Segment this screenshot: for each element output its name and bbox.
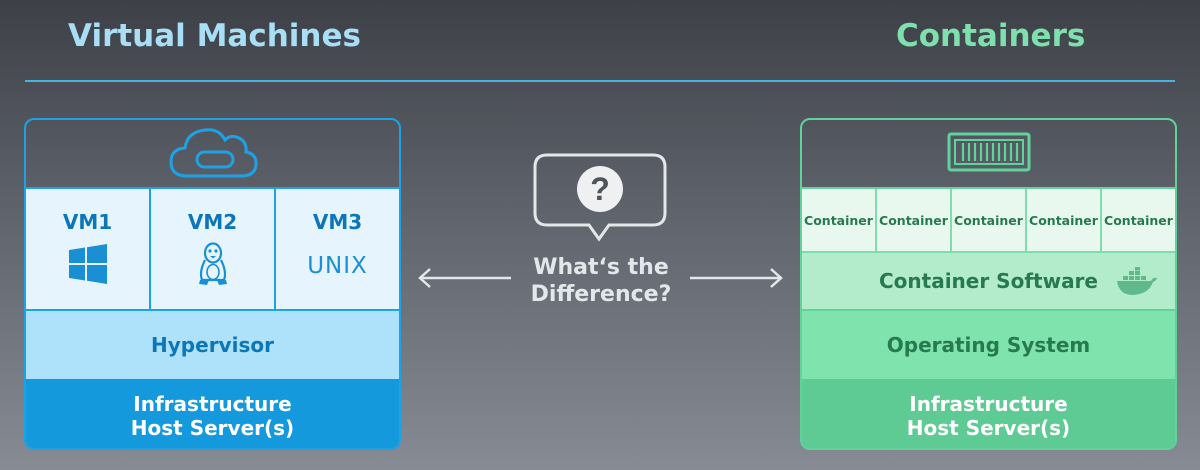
difference-question: What‘s the Difference? <box>506 254 696 308</box>
question-line-2: Difference? <box>530 282 672 307</box>
infrastructure-label: Infrastructure <box>909 391 1068 416</box>
windows-logo-icon <box>68 244 108 288</box>
container-infrastructure-layer: Infrastructure Host Server(s) <box>802 379 1175 448</box>
unix-logo-icon: UNIX <box>307 253 368 279</box>
svg-text:?: ? <box>590 171 610 207</box>
vm-row: VM1 VM2 <box>26 189 399 309</box>
container-cell: Container <box>1027 189 1102 251</box>
infrastructure-label: Infrastructure <box>133 391 292 416</box>
container-row: Container Container Container Container … <box>802 189 1175 251</box>
vm-cell-1: VM1 <box>26 189 151 309</box>
question-line-1: What‘s the <box>533 255 669 280</box>
vm-title: Virtual Machines <box>68 18 361 54</box>
vm-label: VM2 <box>187 210 238 234</box>
containers-title: Containers <box>896 18 1086 54</box>
container-stack-panel: Container Container Container Container … <box>800 118 1177 450</box>
docker-whale-icon <box>1115 267 1159 302</box>
container-cell: Container <box>877 189 952 251</box>
hypervisor-layer: Hypervisor <box>26 309 399 379</box>
linux-tux-icon <box>197 242 229 290</box>
container-icon-row <box>802 120 1175 189</box>
arrow-right-icon <box>688 268 784 292</box>
container-software-layer: Container Software <box>802 251 1175 309</box>
vm-infrastructure-layer: Infrastructure Host Server(s) <box>26 379 399 448</box>
header-divider <box>25 80 1175 82</box>
vm-stack-panel: VM1 VM2 <box>24 118 401 450</box>
container-cell: Container <box>952 189 1027 251</box>
vm-label: VM1 <box>62 210 113 234</box>
question-bubble-icon: ? <box>533 153 667 249</box>
cloud-icon <box>167 124 259 184</box>
arrow-left-icon <box>417 268 513 292</box>
vm-cell-3: VM3 UNIX <box>276 189 399 309</box>
host-servers-label: Host Server(s) <box>906 415 1071 440</box>
shipping-container-icon <box>947 132 1031 176</box>
vm-label: VM3 <box>312 210 363 234</box>
container-cell: Container <box>1104 212 1173 228</box>
host-servers-label: Host Server(s) <box>130 415 295 440</box>
vm-cell-2: VM2 <box>151 189 276 309</box>
vm-icon-row <box>26 120 399 189</box>
container-software-label: Container Software <box>878 269 1098 293</box>
operating-system-layer: Operating System <box>802 309 1175 379</box>
container-cell: Container <box>802 189 877 251</box>
